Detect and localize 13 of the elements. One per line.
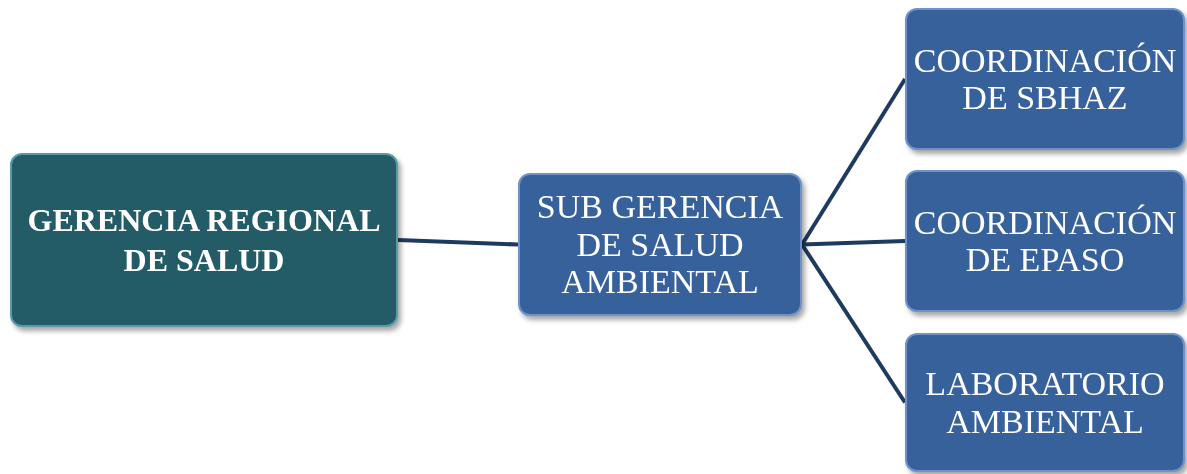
org-box bbox=[905, 8, 1185, 150]
org-box bbox=[518, 173, 802, 316]
connector-line bbox=[397, 238, 519, 247]
org-box bbox=[905, 333, 1185, 472]
connector-line bbox=[801, 239, 906, 247]
org-box bbox=[10, 153, 398, 327]
box-label: COORDINACIÓN DE SBHAZ bbox=[913, 41, 1177, 117]
connector-line bbox=[800, 243, 907, 404]
box-label: GERENCIA REGIONAL DE SALUD bbox=[26, 201, 382, 280]
box-label: LABORATORIO AMBIENTAL bbox=[924, 365, 1166, 440]
box-label: SUB GERENCIA DE SALUD AMBIENTAL bbox=[535, 188, 785, 301]
box-label: COORDINACIÓN DE EPASO bbox=[913, 203, 1177, 279]
org-box bbox=[905, 170, 1185, 312]
